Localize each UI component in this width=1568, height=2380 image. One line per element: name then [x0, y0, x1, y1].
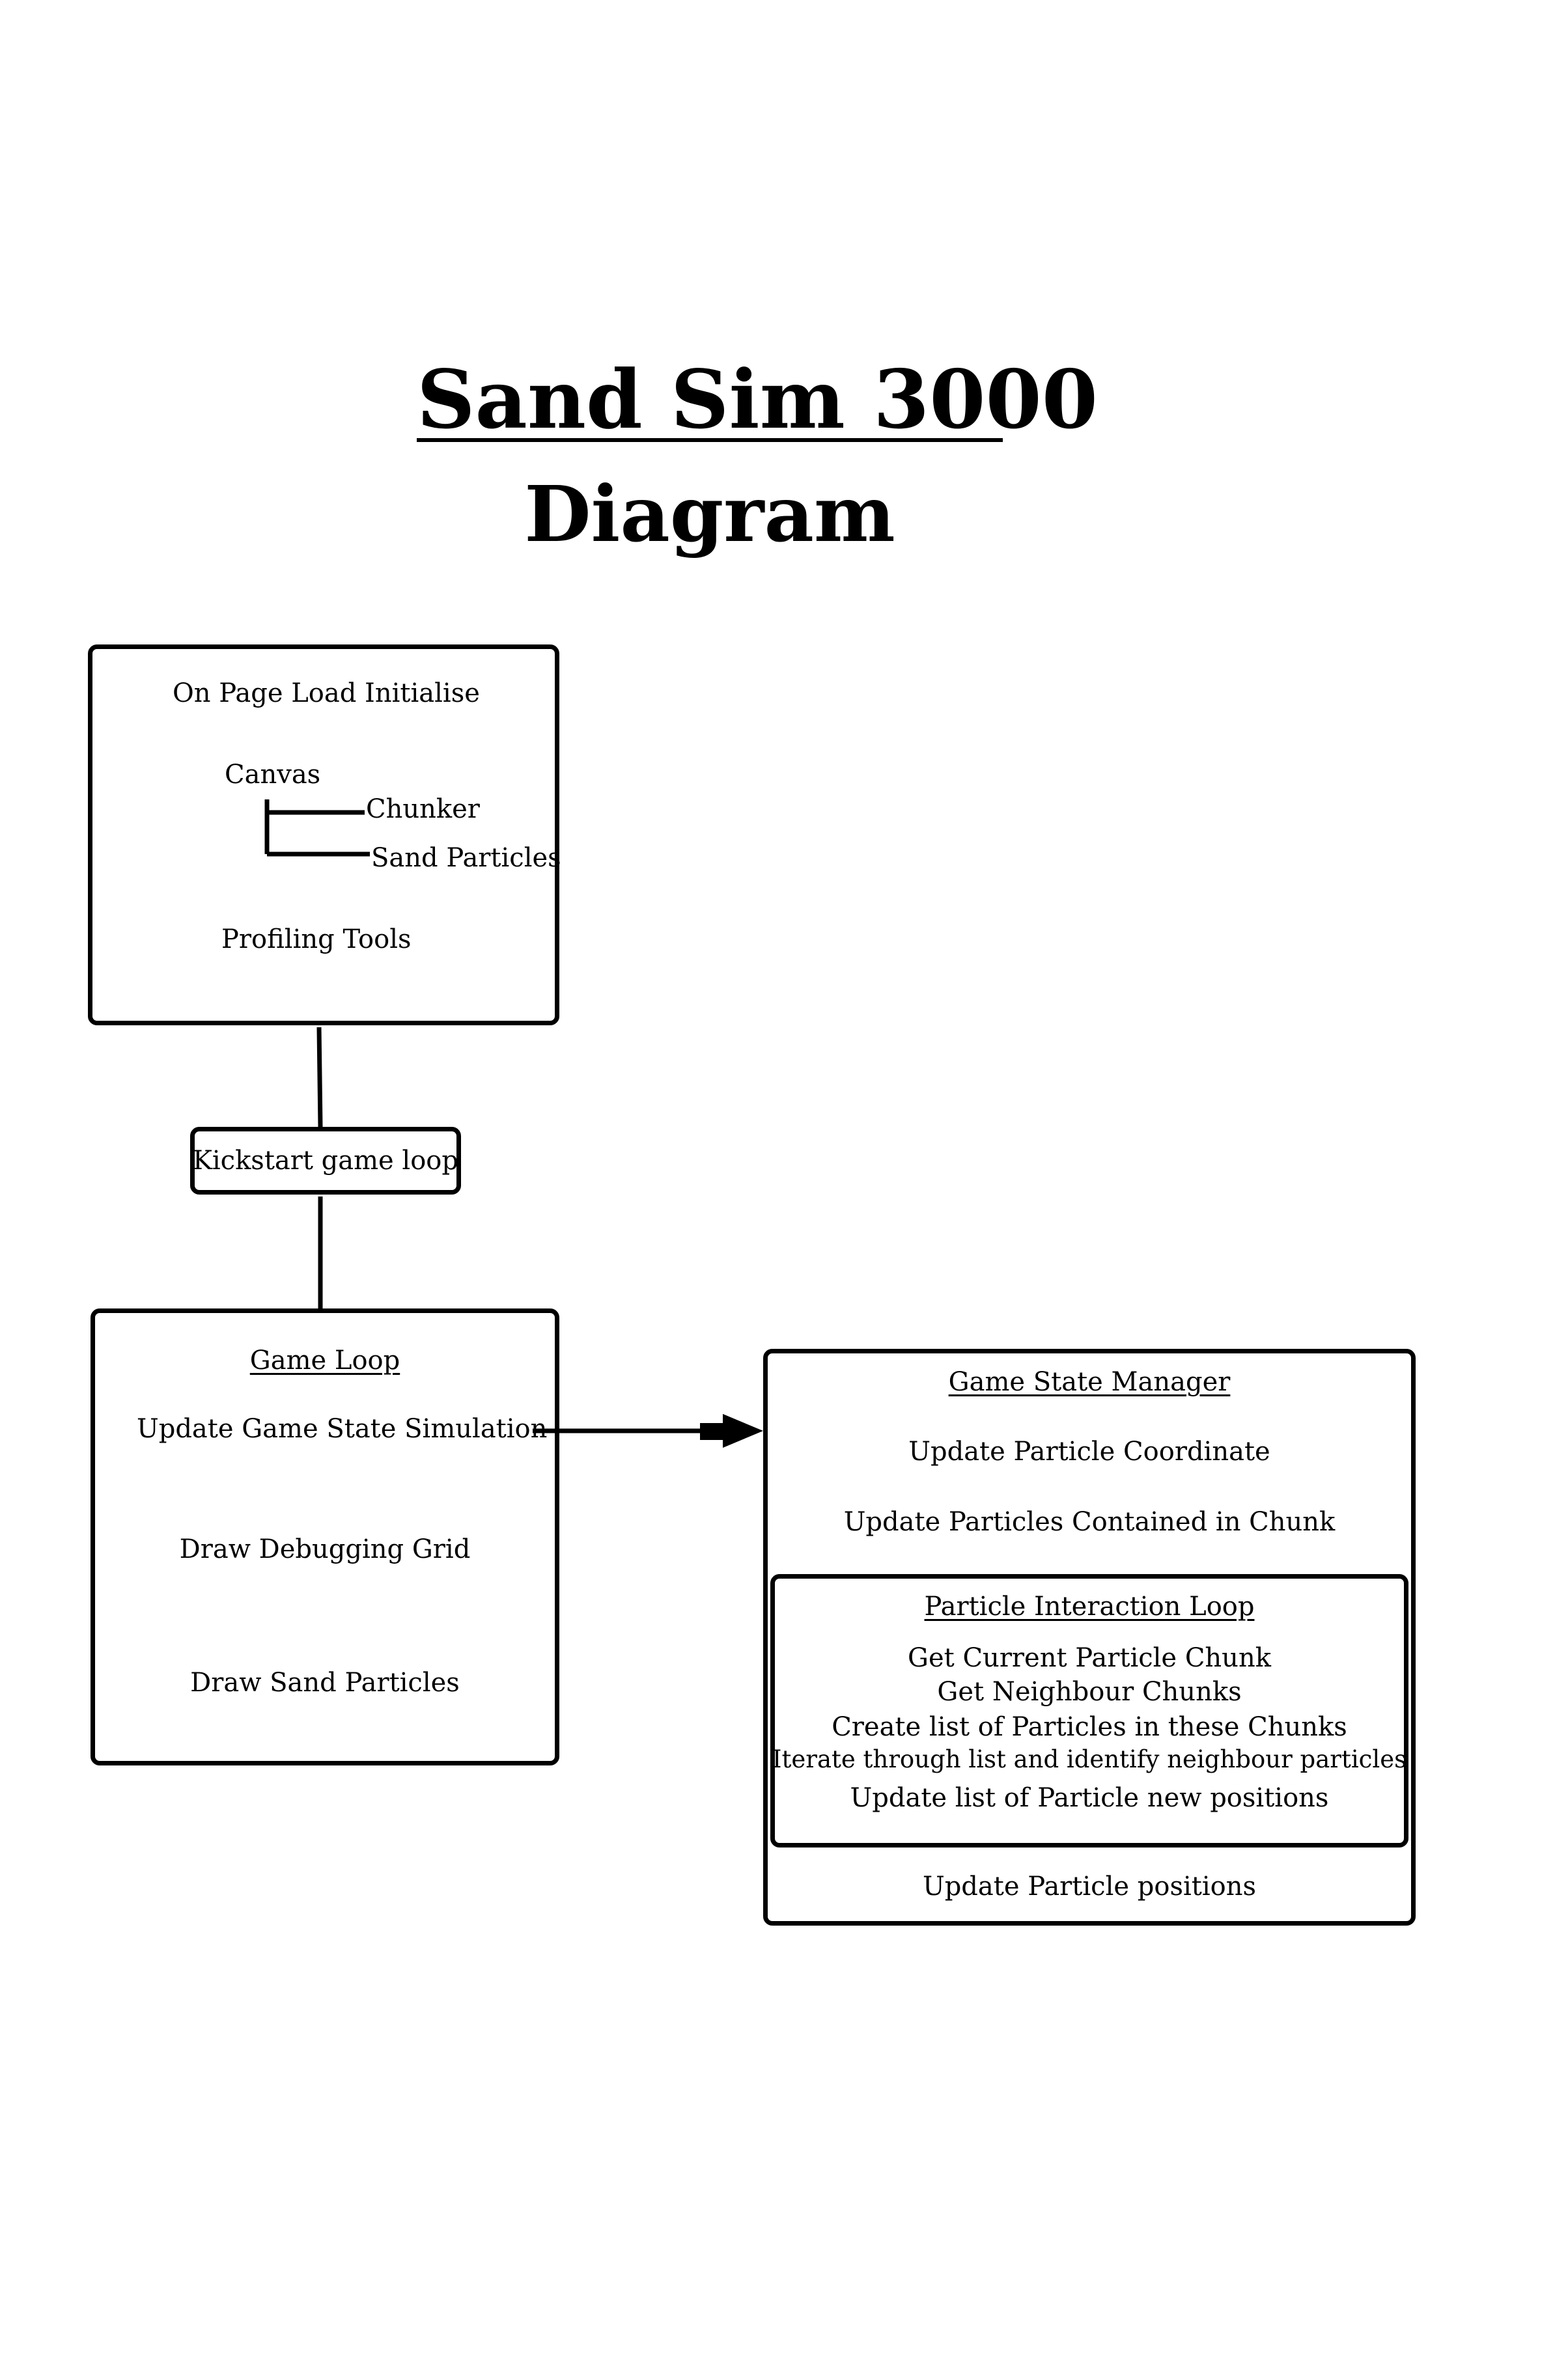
- init-canvas: Canvas: [225, 760, 321, 790]
- game-loop-update: Update Game State Simulation: [137, 1414, 548, 1444]
- init-box: [88, 644, 559, 1025]
- game-loop-draw-grid: Draw Debugging Grid: [179, 1534, 471, 1564]
- state-manager-heading: Game State Manager: [948, 1367, 1231, 1397]
- interaction-step: Create list of Particles in these Chunks: [832, 1712, 1347, 1742]
- interaction-step: Get Neighbour Chunks: [937, 1677, 1242, 1707]
- arrow-to-state-manager: [533, 1414, 763, 1448]
- init-profiling-tools: Profiling Tools: [221, 924, 412, 954]
- kickstart-box: [190, 1127, 461, 1195]
- init-chunker: Chunker: [366, 794, 480, 824]
- diagram-subtitle: Diagram: [524, 469, 895, 559]
- diagram-title: Sand Sim 3000: [417, 353, 1099, 447]
- state-manager-update-contained: Update Particles Contained in Chunk: [843, 1507, 1336, 1537]
- canvas-tree-connector: [264, 799, 370, 857]
- interaction-step: Update list of Particle new positions: [850, 1783, 1329, 1813]
- init-sand-particles: Sand Particles: [371, 843, 561, 873]
- state-manager-final-step: Update Particle positions: [922, 1872, 1256, 1902]
- interaction-step: Get Current Particle Chunk: [908, 1643, 1271, 1673]
- init-to-kickstart-line: [316, 1027, 323, 1128]
- game-loop-draw-particles: Draw Sand Particles: [190, 1668, 460, 1698]
- state-manager-box: [763, 1349, 1416, 1926]
- title-underline: [417, 438, 1003, 442]
- interaction-step: Iterate through list and identify neighb…: [772, 1745, 1407, 1773]
- game-loop-heading: Game Loop: [249, 1346, 400, 1376]
- kickstart-label: Kickstart game loop: [192, 1146, 458, 1176]
- interaction-loop-heading: Particle Interaction Loop: [924, 1592, 1255, 1622]
- state-manager-update-coord: Update Particle Coordinate: [908, 1437, 1270, 1467]
- interaction-loop-box: [770, 1574, 1408, 1847]
- game-loop-box: [91, 1308, 559, 1765]
- init-heading: On Page Load Initialise: [173, 678, 480, 708]
